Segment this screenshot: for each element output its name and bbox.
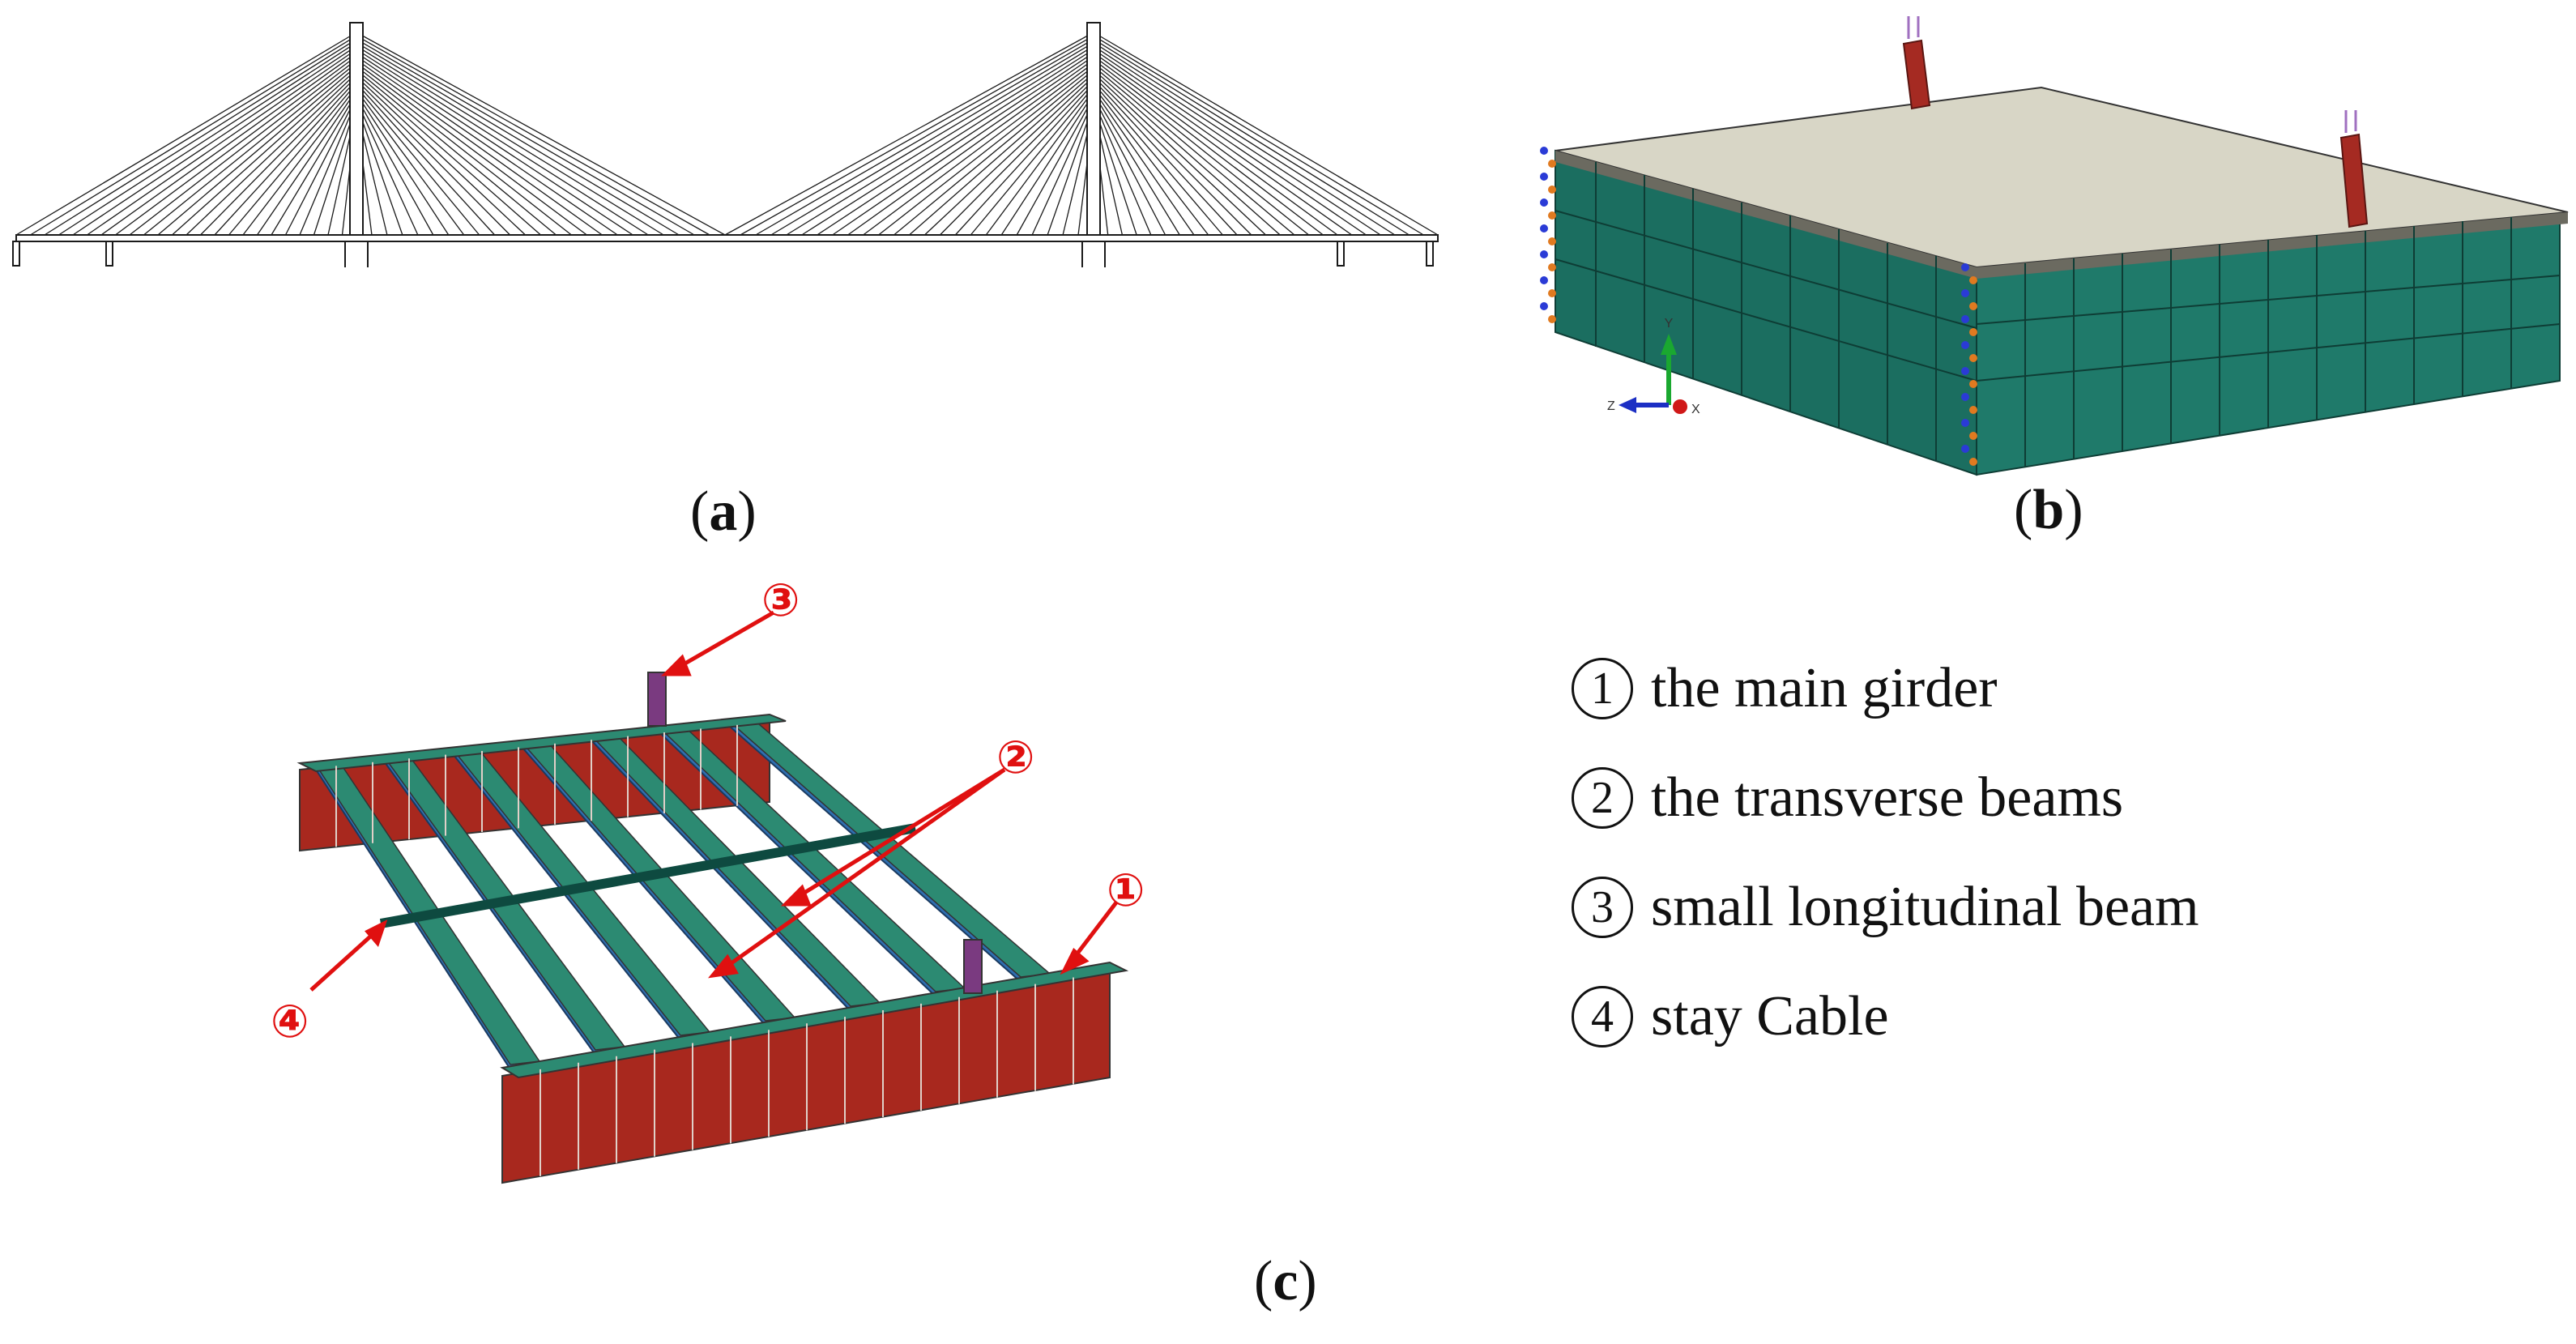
legend-item: 4 stay Cable: [1572, 985, 2199, 1047]
support-marker: [1969, 302, 1977, 310]
pylon-base: [1081, 241, 1106, 271]
support-marker: [1540, 173, 1548, 181]
front-wall-stiffeners: [1976, 217, 2561, 467]
support-marker: [1961, 289, 1969, 297]
support-marker: [1969, 406, 1977, 414]
legend-text: stay Cable: [1651, 985, 1889, 1047]
support-marker: [1548, 289, 1556, 297]
support-marker: [1961, 341, 1969, 349]
support-marker: [1540, 224, 1548, 233]
component-legend: 1 the main girder 2 the transverse beams…: [1572, 657, 2199, 1098]
support-marker: [1961, 445, 1969, 453]
marker-2: ②: [996, 732, 1034, 783]
caption-c: (c): [1254, 1250, 1317, 1312]
support-marker: [1548, 160, 1556, 168]
support-marker: [1548, 186, 1556, 194]
support-marker: [1548, 263, 1556, 271]
bridge-elevation-drawing: [12, 22, 1439, 271]
fe-segment-model: Y Z X: [1540, 16, 2569, 476]
support-marker: [1548, 315, 1556, 323]
support-marker: [1961, 263, 1969, 271]
caption-b: (b): [2014, 479, 2083, 541]
legend-number-badge: 1: [1572, 658, 1633, 719]
longitudinal-beam-stub-front: [963, 939, 983, 994]
pylon: [349, 22, 364, 236]
pier: [1337, 241, 1345, 267]
marker-4: ④: [271, 996, 309, 1047]
support-marker: [1969, 458, 1977, 466]
back-girder-stiffeners: [335, 724, 738, 847]
support-marker: [1961, 367, 1969, 375]
axis-x-label: X: [1691, 403, 1700, 416]
support-marker: [1969, 276, 1977, 284]
axes-triad: Y Z X: [1607, 317, 1700, 416]
pier: [1426, 241, 1434, 267]
support-marker: [1961, 393, 1969, 401]
back-girder-flange: [296, 713, 787, 773]
support-marker: [1969, 354, 1977, 362]
legend-number-badge: 4: [1572, 986, 1633, 1047]
legend-text: the transverse beams: [1651, 766, 2124, 829]
legend-number-badge: 3: [1572, 877, 1633, 938]
support-marker: [1540, 147, 1548, 155]
legend-text: the main girder: [1651, 657, 1998, 719]
deck-slab-edge: [1555, 151, 2568, 279]
legend-item: 1 the main girder: [1572, 657, 2199, 719]
stay-cable-line: [379, 823, 917, 928]
legend-item: 3 small longitudinal beam: [1572, 876, 2199, 938]
left-wall-stiffeners: [1555, 162, 1977, 460]
support-marker: [1961, 315, 1969, 323]
grillage-model: ③ ② ① ④: [271, 574, 1145, 1184]
legend-number-badge: 2: [1572, 767, 1633, 829]
support-marker: [1540, 302, 1548, 310]
caption-a: (a): [690, 480, 757, 543]
support-marker: [1961, 419, 1969, 427]
support-marker: [1548, 237, 1556, 245]
marker-3: ③: [761, 583, 800, 625]
marker-1: ①: [1107, 864, 1145, 915]
support-marker: [1969, 432, 1977, 440]
support-marker: [1540, 276, 1548, 284]
bridge-elevation-panel: [0, 0, 1450, 271]
axis-z-label: Z: [1607, 399, 1615, 413]
support-marker: [1540, 250, 1548, 258]
boundary-condition-markers: [1540, 147, 1977, 466]
support-marker: [1540, 198, 1548, 207]
fe-segment-model-panel: Y Z X: [1523, 0, 2576, 486]
longitudinal-beam-stub-back: [647, 672, 667, 727]
bridge-deck: [15, 234, 1439, 242]
legend-item: 2 the transverse beams: [1572, 766, 2199, 829]
stay-cables: [15, 32, 1439, 236]
annotation-arrows: [309, 610, 1118, 992]
support-marker: [1969, 328, 1977, 336]
front-girder-stiffeners: [540, 977, 1074, 1176]
cable-anchor-stubs: [1902, 16, 2369, 228]
annotation-markers: ③ ② ① ④: [271, 574, 1145, 1047]
support-marker: [1969, 380, 1977, 388]
pier: [12, 241, 20, 267]
legend-text: small longitudinal beam: [1651, 876, 2199, 938]
pier: [105, 241, 113, 267]
pylon: [1086, 22, 1101, 236]
axis-y-label: Y: [1665, 317, 1674, 331]
pylon-base: [344, 241, 369, 271]
support-marker: [1548, 211, 1556, 220]
grillage-model-panel: ③ ② ① ④: [267, 574, 1207, 1231]
